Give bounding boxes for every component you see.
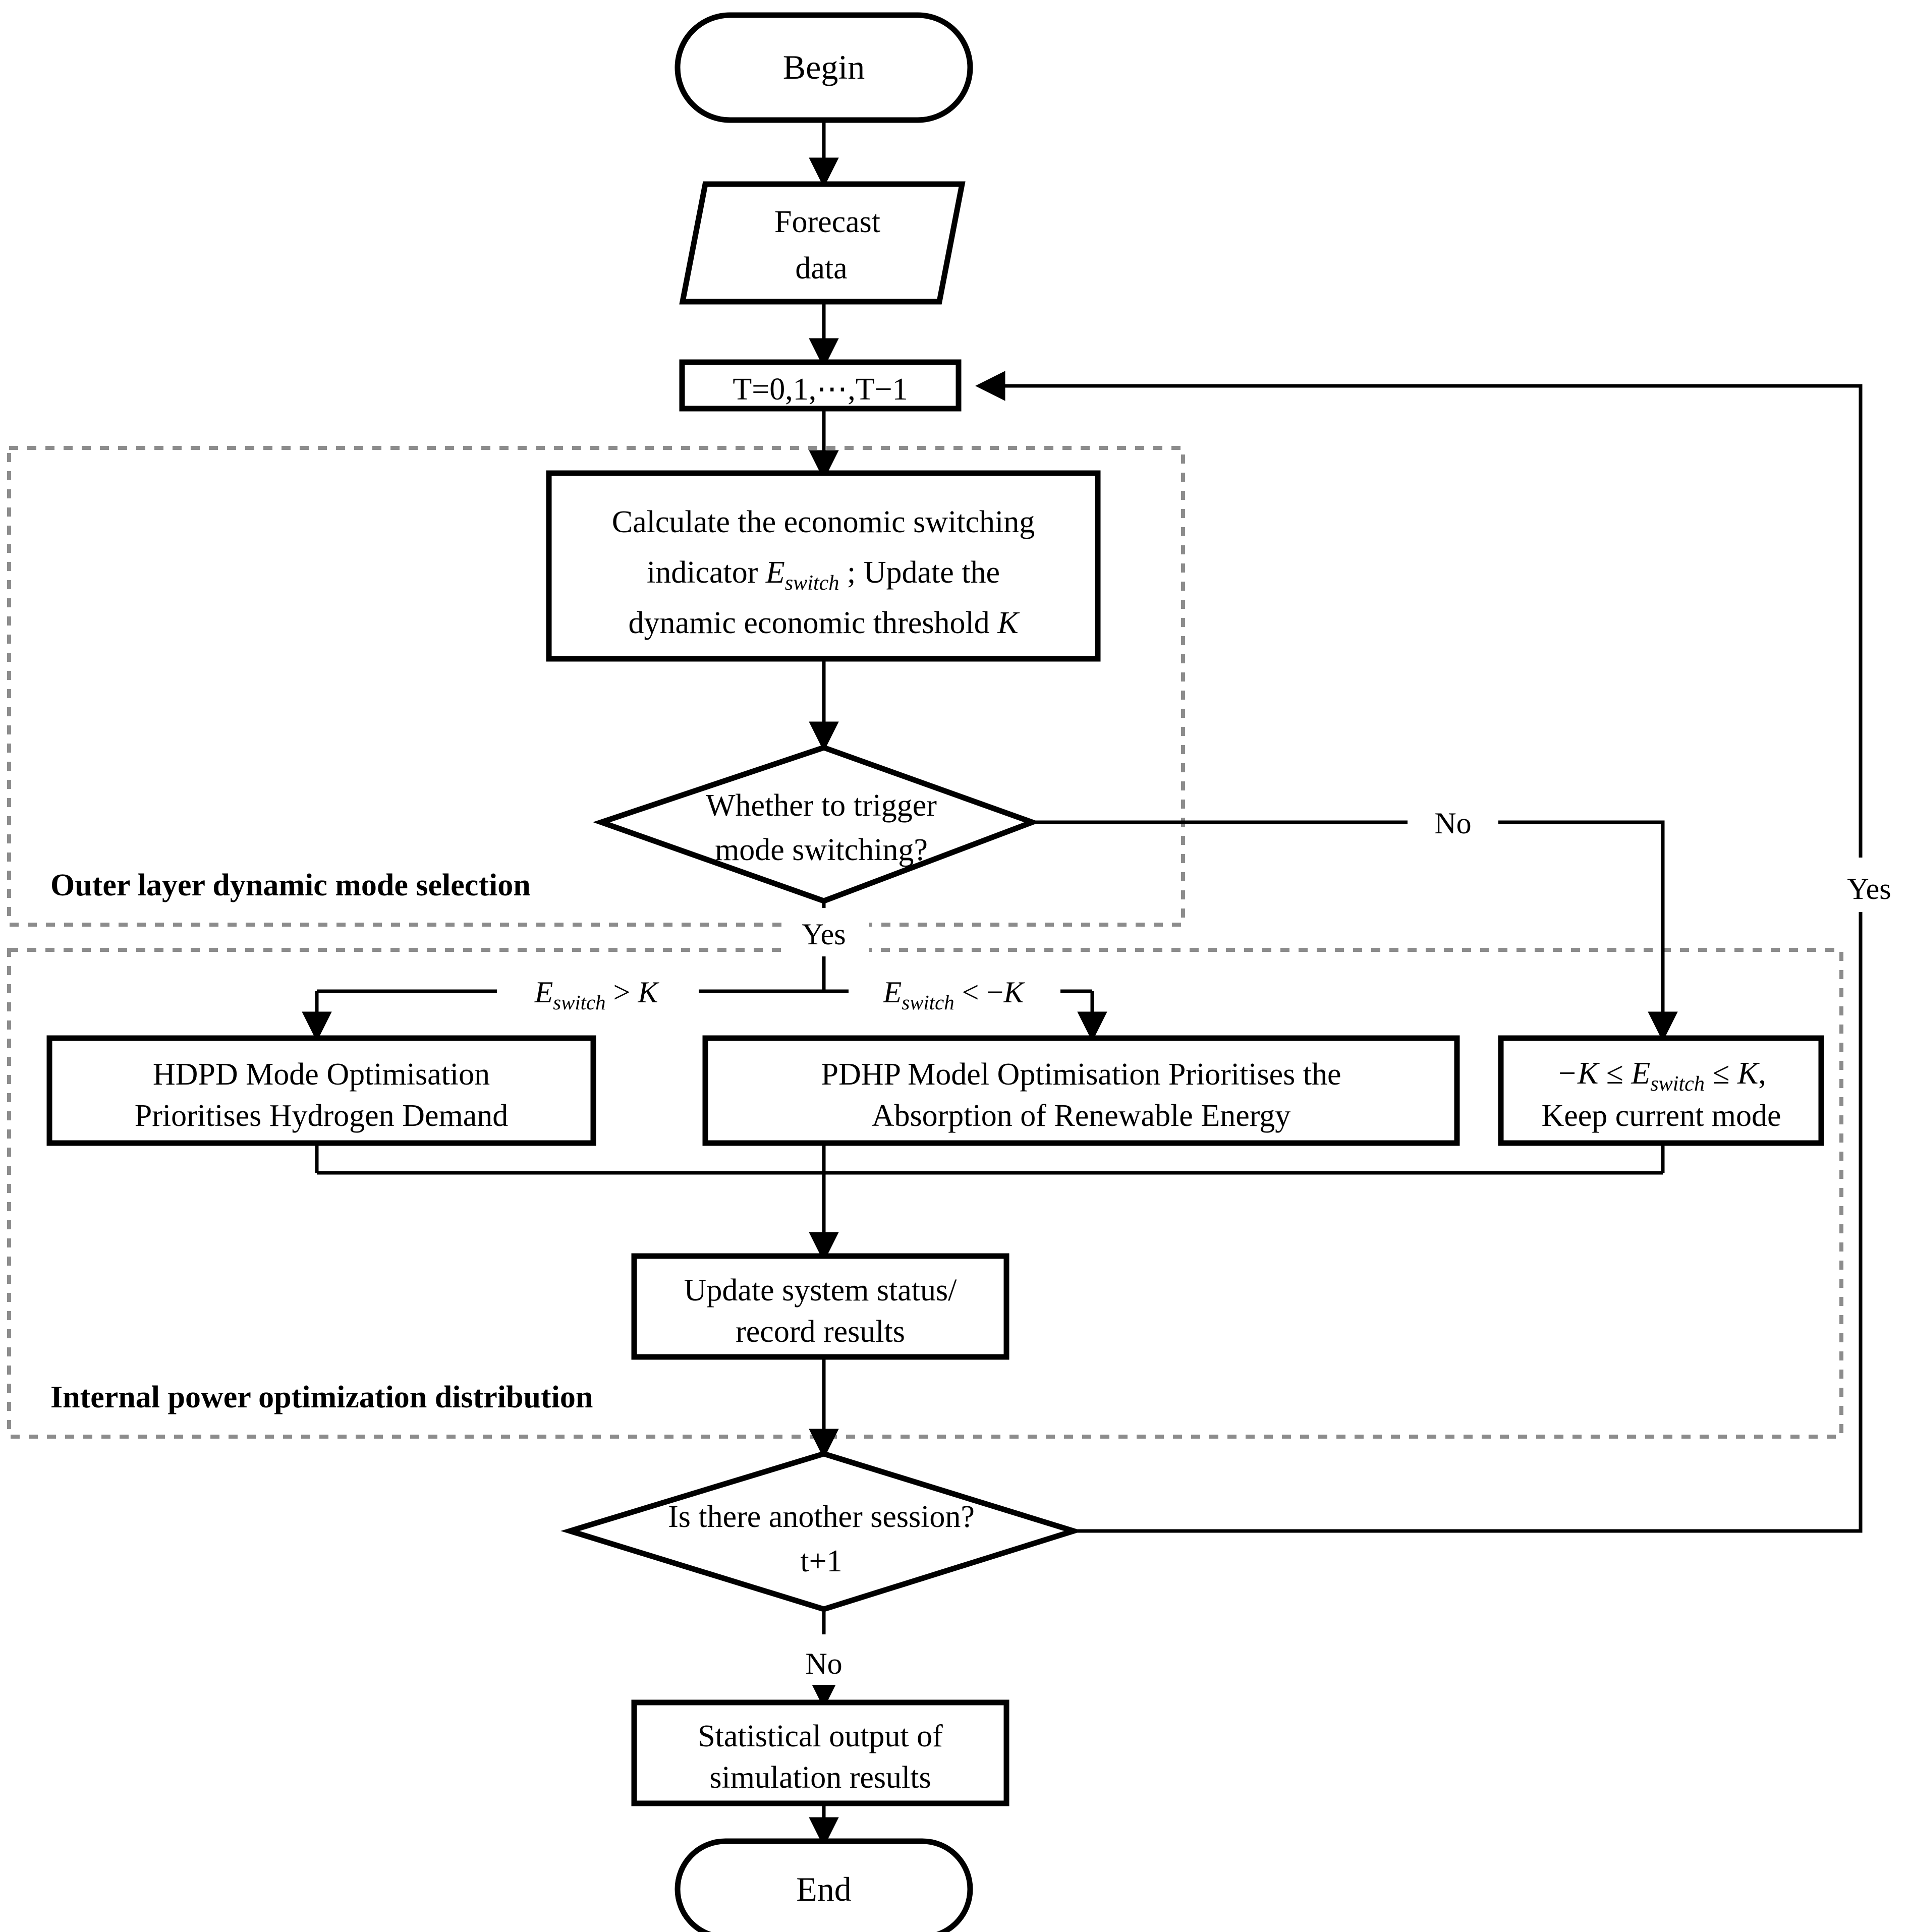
node-decision-mode-switching[interactable]: Whether to trigger mode switching? [593,745,1040,904]
node-begin[interactable]: Begin [675,12,973,123]
calculate-line2-subscript: switch [785,571,839,595]
forecast-shape [679,181,966,305]
loop-label: T=0,1,⋯,T−1 [733,372,908,407]
keep-subscript: switch [1650,1072,1705,1096]
node-update-status[interactable]: Update system status/ record results [631,1253,1009,1360]
edge-decision-no-to-keep [1032,820,1678,1042]
decision-switch-shape [593,745,1040,904]
calculate-line2-symbol: E [765,555,785,590]
hdpd-shape [46,1035,596,1146]
node-end[interactable]: End [675,1838,973,1932]
edge-label-yes-switch: Yes [802,918,846,951]
yes-switch-label-bg [783,908,869,956]
edge-label-eswitch-lt-neg-k: Eswitch < −K [883,976,1026,1014]
gt-k-rhs: K [637,976,659,1009]
edge-label-no-switch: No [1434,807,1471,840]
decision-session-line2: t+1 [800,1544,842,1578]
keep-symbol: E [1631,1056,1650,1091]
decision-switch-line1: Whether to trigger [706,788,937,823]
node-time-loop[interactable]: T=0,1,⋯,T−1 [679,359,962,412]
keep-shape [1498,1035,1824,1146]
gt-k-label-bg [497,964,699,1017]
zone-internal-power-label: Internal power optimization distribution [50,1380,593,1414]
lt-negk-symbol: E [883,976,902,1009]
statistical-shape [631,1699,1009,1806]
end-label: End [796,1870,852,1908]
node-hdpd-mode[interactable]: HDPD Mode Optimisation Prioritises Hydro… [46,1035,596,1146]
gt-k-op: > [606,976,638,1009]
zone-outer-layer-label: Outer layer dynamic mode selection [50,868,531,902]
calculate-line2-b: ; Update the [839,555,1000,590]
pdhp-line2: Absorption of Renewable Energy [872,1099,1291,1133]
edge-session-yes-loopback [975,371,1863,1533]
decision-session-line1: Is there another session? [668,1500,975,1534]
end-shape [675,1838,973,1932]
statistical-line1: Statistical output of [698,1719,943,1753]
node-pdhp-model[interactable]: PDHP Model Optimisation Prioritises the … [702,1035,1460,1146]
calculate-line3: dynamic economic threshold K [628,606,1020,640]
begin-shape [675,12,973,123]
decision-session-shape [560,1451,1083,1612]
keep-K2: K [1737,1056,1760,1091]
gt-k-subscript: switch [553,991,605,1014]
node-decision-another-session[interactable]: Is there another session? t+1 [560,1451,1083,1612]
node-forecast-data[interactable]: Forecast data [679,181,966,305]
zone-internal-power [7,948,1843,1439]
update-shape [631,1253,1009,1360]
keep-le1: ≤ [1598,1056,1631,1091]
zone-outer-layer [7,446,1185,927]
pdhp-line1: PDHP Model Optimisation Prioritises the [821,1057,1341,1092]
edge-label-eswitch-gt-k: Eswitch > K [534,976,660,1014]
update-line2: record results [736,1315,905,1349]
calculate-line2: indicator Eswitch ; Update the [647,555,1000,595]
pdhp-shape [702,1035,1460,1146]
begin-label: Begin [783,48,865,86]
decision-switch-line2: mode switching? [715,833,928,867]
forecast-label-line2: data [795,251,847,286]
node-keep-current-mode[interactable]: −K ≤ Eswitch ≤ K, Keep current mode [1498,1035,1824,1146]
lt-negk-label-bg [849,964,1060,1017]
node-statistical-output[interactable]: Statistical output of simulation results [631,1699,1009,1806]
calculate-line3-a: dynamic economic threshold [628,606,997,640]
hdpd-line2: Prioritises Hydrogen Demand [135,1099,508,1133]
keep-le2: ≤ [1705,1056,1737,1091]
lt-negk-subscript: switch [902,991,954,1014]
no-session-label-bg [777,1634,871,1685]
gt-k-symbol: E [534,976,553,1009]
edge-label-no-session: No [805,1647,842,1680]
keep-minus: − [1556,1056,1578,1091]
update-line1: Update system status/ [684,1273,957,1308]
calculate-shape [546,470,1101,662]
keep-K1: K [1577,1056,1600,1091]
keep-comma: , [1758,1056,1766,1091]
statistical-line2: simulation results [709,1760,931,1795]
edge-label-yes-loopback: Yes [1847,872,1891,905]
hdpd-line1: HDPD Mode Optimisation [153,1057,490,1092]
no-switch-label-bg [1408,796,1498,846]
forecast-label-line1: Forecast [774,205,880,239]
node-calculate-indicator[interactable]: Calculate the economic switching indicat… [546,470,1101,662]
yes-loop-label-bg [1821,858,1910,912]
calculate-line3-symbol: K [997,606,1020,640]
keep-line2: Keep current mode [1541,1099,1781,1133]
lt-negk-rhs: K [1003,976,1025,1009]
calculate-line2-a: indicator [647,555,766,590]
loop-shape [679,359,962,412]
keep-line1: −K ≤ Eswitch ≤ K, [1556,1056,1766,1096]
calculate-line1: Calculate the economic switching [612,505,1035,539]
lt-negk-op: < − [954,976,1004,1009]
